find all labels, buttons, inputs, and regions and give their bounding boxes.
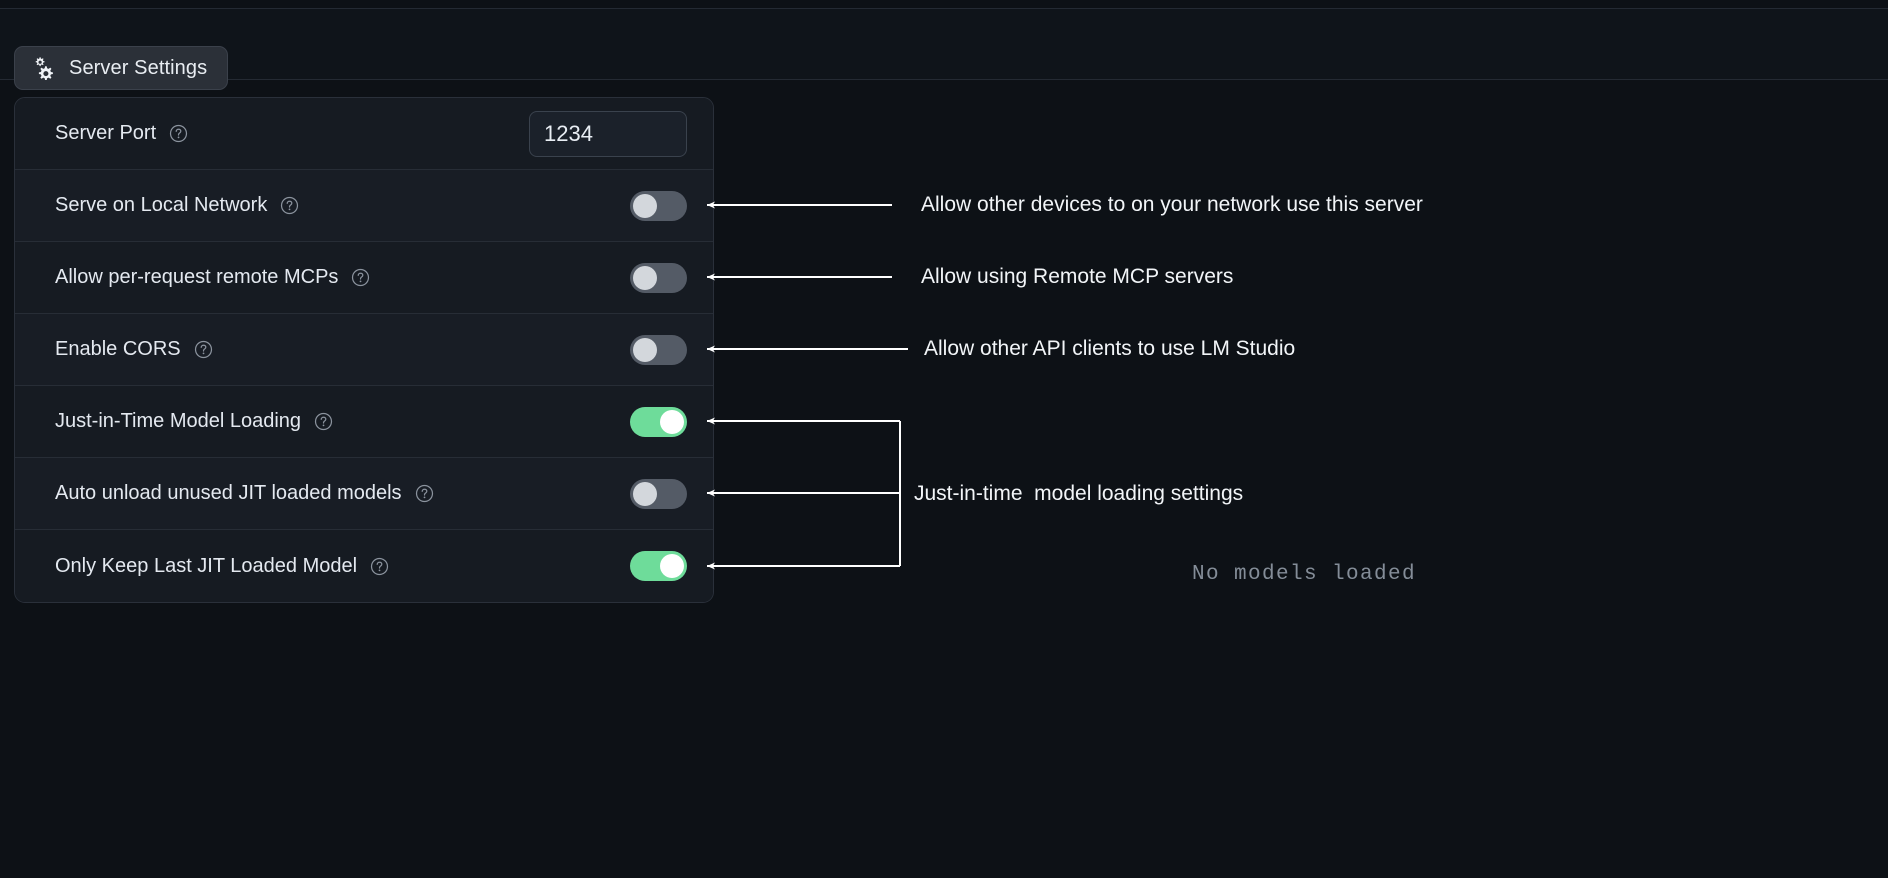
setting-label-allow-per-request-remote-mcps: Allow per-request remote MCPs xyxy=(55,266,339,288)
header-bar: Server Settings xyxy=(0,9,1888,90)
setting-row-auto-unload-unused-jit-loaded-models: Auto unload unused JIT loaded models xyxy=(15,458,713,530)
only-keep-last-jit-loaded-model-control xyxy=(630,551,687,581)
setting-label-only-keep-last-jit-loaded-model: Only Keep Last JIT Loaded Model xyxy=(55,554,358,577)
toggle-enable-cors[interactable] xyxy=(630,334,687,365)
toggle-allow-per-request-remote-mcps[interactable] xyxy=(630,262,687,293)
no-models-loaded-status: No models loaded xyxy=(1192,563,1417,586)
tab-server-settings-label: Server Settings xyxy=(69,56,208,79)
server-port-control xyxy=(529,110,687,157)
allow-per-request-remote-mcps-control xyxy=(630,262,687,293)
toggle-knob xyxy=(633,337,657,362)
setting-label-just-in-time-model-loading: Just-in-Time Model Loading xyxy=(55,410,302,432)
help-circle-icon[interactable] xyxy=(357,557,389,576)
help-circle-icon[interactable] xyxy=(301,412,333,431)
help-circle-icon[interactable] xyxy=(338,268,370,287)
help-circle-icon[interactable] xyxy=(156,124,188,143)
enable-cors-control xyxy=(630,334,687,365)
setting-label-auto-unload-unused-jit-loaded-models: Auto unload unused JIT loaded models xyxy=(55,482,402,504)
just-in-time-model-loading-control xyxy=(630,406,687,437)
help-circle-icon[interactable] xyxy=(181,340,213,359)
tab-server-settings[interactable]: Server Settings xyxy=(14,46,229,90)
toggle-knob xyxy=(633,193,657,218)
toggle-only-keep-last-jit-loaded-model[interactable] xyxy=(630,551,687,581)
toggle-knob xyxy=(660,409,684,434)
annotation-label-enable-cors: Allow other API clients to use LM Studio xyxy=(924,337,1296,360)
server-settings-card: Server Port Serve on Local Network xyxy=(14,97,714,603)
toggle-serve-on-local-network[interactable] xyxy=(630,190,687,221)
top-divider xyxy=(0,8,1888,9)
setting-row-enable-cors: Enable CORS xyxy=(15,314,713,386)
setting-row-only-keep-last-jit-loaded-model: Only Keep Last JIT Loaded Model xyxy=(15,530,713,602)
setting-row-server-port: Server Port xyxy=(15,98,713,170)
serve-on-local-network-control xyxy=(630,190,687,221)
setting-label-enable-cors: Enable CORS xyxy=(55,338,181,360)
toggle-knob xyxy=(633,481,657,506)
toggle-knob xyxy=(660,554,684,578)
toggle-knob xyxy=(633,265,657,290)
server-port-input[interactable] xyxy=(529,110,687,157)
annotation-label-allow-per-request-remote-mcps: Allow using Remote MCP servers xyxy=(921,265,1234,288)
help-circle-icon[interactable] xyxy=(267,196,299,215)
toggle-just-in-time-model-loading[interactable] xyxy=(630,406,687,437)
setting-row-serve-on-local-network: Serve on Local Network xyxy=(15,170,713,242)
setting-row-allow-per-request-remote-mcps: Allow per-request remote MCPs xyxy=(15,242,713,314)
setting-row-just-in-time-model-loading: Just-in-Time Model Loading xyxy=(15,386,713,458)
annotation-label-serve-on-local-network: Allow other devices to on your network u… xyxy=(921,193,1423,216)
auto-unload-unused-jit-loaded-models-control xyxy=(630,478,687,509)
annotation-label-just-in-time-settings: Just-in-time model loading settings xyxy=(914,482,1244,505)
setting-label-serve-on-local-network: Serve on Local Network xyxy=(55,194,268,216)
help-circle-icon[interactable] xyxy=(402,484,434,503)
setting-label-server-port: Server Port xyxy=(55,122,157,144)
gears-icon xyxy=(31,56,55,80)
toggle-auto-unload-unused-jit-loaded-models[interactable] xyxy=(630,478,687,509)
